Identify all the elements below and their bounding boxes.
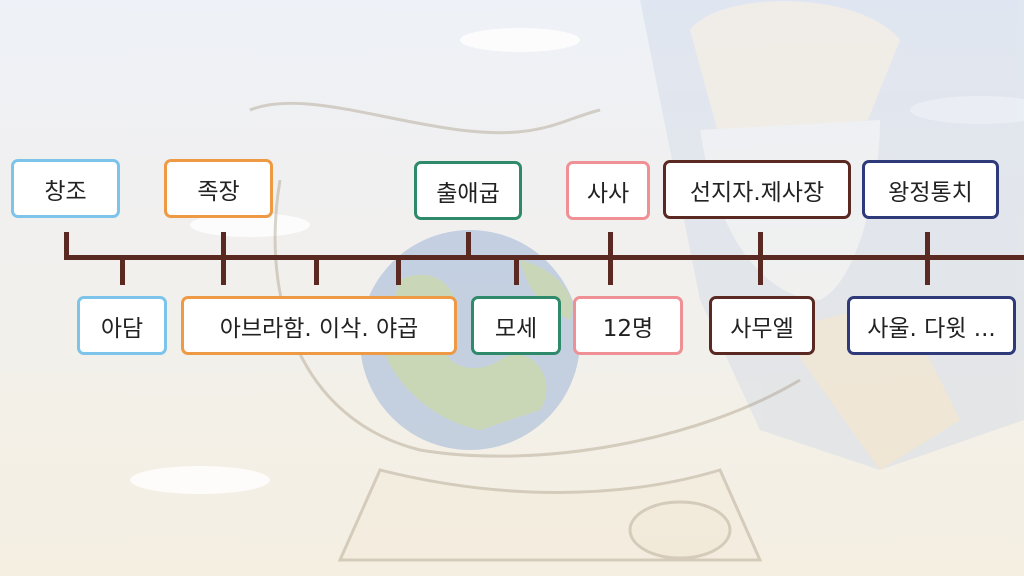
tick-up (925, 232, 930, 258)
period-kingdom-label: 왕정통치 (862, 160, 999, 219)
tick-down (608, 257, 613, 285)
period-exodus-label: 출애굽 (414, 161, 522, 220)
scroll-illustration (249, 101, 801, 562)
tick-down (925, 257, 930, 285)
tick-down (396, 257, 401, 285)
tick-up (221, 232, 226, 258)
figure-moses-label: 모세 (471, 296, 561, 355)
tick-up (608, 232, 613, 258)
tick-down (221, 257, 226, 285)
period-patriarch-label: 족장 (164, 159, 273, 218)
period-creation-label: 창조 (11, 159, 120, 218)
figure-twelve-judges-label: 12명 (573, 296, 683, 355)
timeline-start-cap (64, 232, 69, 260)
tick-down (120, 257, 125, 285)
period-prophet-priest-label: 선지자.제사장 (663, 160, 851, 219)
timeline-axis (65, 255, 1024, 260)
clouds-illustration (130, 28, 1024, 494)
figure-patriarchs-label: 아브라함. 이삭. 야곱 (181, 296, 457, 355)
tick-up (758, 232, 763, 258)
tick-down (514, 257, 519, 285)
tick-down (758, 257, 763, 285)
figure-adam-label: 아담 (77, 296, 167, 355)
tick-down (314, 257, 319, 285)
figure-kings-label: 사울. 다윗 ... (847, 296, 1016, 355)
figure-samuel-label: 사무엘 (709, 296, 815, 355)
tick-up (466, 232, 471, 258)
period-judges-label: 사사 (566, 161, 650, 220)
